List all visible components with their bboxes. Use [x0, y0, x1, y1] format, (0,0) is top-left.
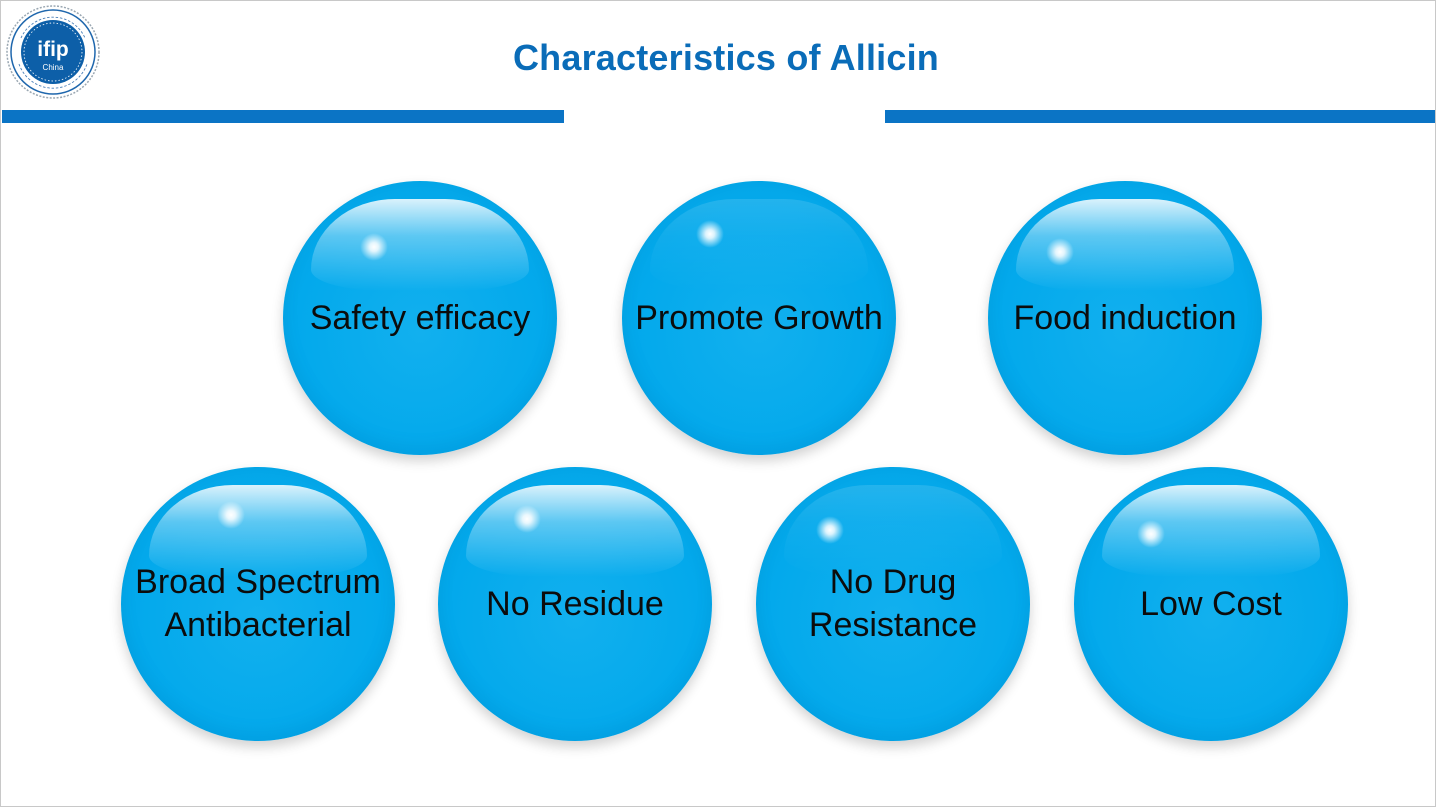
characteristic-bubble: Safety efficacy [283, 181, 557, 455]
characteristic-label: No Drug Resistance [808, 563, 978, 644]
characteristic-bubble: Broad Spectrum Antibacterial [121, 467, 395, 741]
characteristic-bubble: No Drug Resistance [756, 467, 1030, 741]
header-divider-right [885, 110, 1435, 123]
characteristic-label: Promote Growth [635, 298, 883, 337]
ifip-china-logo: ifip China [6, 5, 100, 99]
characteristic-bubble: Food induction [988, 181, 1262, 455]
characteristic-label: Food induction [1013, 298, 1237, 337]
characteristic-label: Broad Spectrum Antibacterial [135, 563, 381, 644]
logo-text: ifip [37, 38, 69, 61]
page-title: Characteristics of Allicin [512, 37, 939, 78]
characteristic-label: Safety efficacy [309, 298, 531, 337]
characteristic-label: No Residue [486, 584, 664, 623]
characteristic-bubble: Promote Growth [622, 181, 896, 455]
characteristic-bubble: No Residue [438, 467, 712, 741]
sparkle-highlight [696, 220, 724, 248]
header-divider-left [2, 110, 564, 123]
sparkle-highlight [360, 233, 388, 261]
characteristic-label: Low Cost [1140, 584, 1282, 623]
sparkle-highlight [513, 505, 541, 533]
sparkle-highlight [217, 501, 245, 529]
sparkle-highlight [816, 516, 844, 544]
characteristic-bubble: Low Cost [1074, 467, 1348, 741]
logo-subtext: China [43, 63, 64, 72]
sparkle-highlight [1046, 238, 1074, 266]
sparkle-highlight [1137, 520, 1165, 548]
